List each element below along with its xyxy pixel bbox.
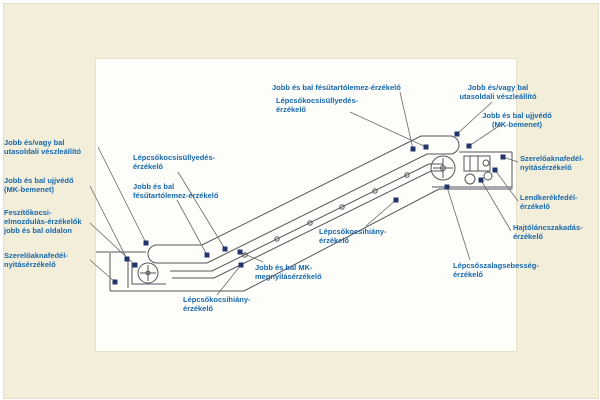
leader-lines — [89, 91, 519, 296]
label-left-finger-guard: Jobb és bal ujjvédő (MK-bemenet) — [4, 176, 74, 194]
label-right-pit-cover: Szerelőaknafedél- nyitásérzékelő — [520, 154, 584, 172]
label-step-band-speed: Lépcsőszalagsebesség- érzékelő — [453, 261, 539, 279]
label-upper-missing-step: Lépcsőkocsihiány- érzékelő — [319, 227, 387, 245]
label-left-step-sag: Lépcsőkocsisüllyedés- érzékelő — [133, 153, 216, 171]
label-top-step-sag: Lépcsőkocsisüllyedés- érzékelő — [276, 96, 359, 114]
label-lower-missing-step: Lépcsőkocsihiány- érzékelő — [183, 295, 251, 313]
label-flywheel-cover: Lendkerékfedél- érzékelő — [520, 193, 578, 211]
truss-outline — [110, 188, 512, 292]
step-band-bottom — [172, 170, 443, 279]
label-tension-carriage: Feszítőkocsi- elmozdulás-érzékelők jobb … — [4, 208, 82, 235]
drive-wheel — [430, 155, 456, 181]
step-rollers — [242, 172, 410, 258]
machine-wheels — [464, 171, 493, 185]
diagram-panel — [95, 58, 517, 352]
escalator-drawing — [96, 135, 513, 292]
label-left-pit-cover: Szerelőaknafedél- nyitásérzékelő — [4, 251, 68, 269]
label-left-comb-plate: Jobb és bal fésűtartólemez-érzékelő — [133, 182, 219, 200]
tension-carriage-wheel — [127, 258, 166, 288]
label-mk-opening: Jobb és bal MK- megnyílásérzékelő — [255, 263, 322, 281]
label-right-emergency-stop: Jobb és/vagy bal utasoldali vészleállító — [459, 83, 537, 101]
handrail-band — [147, 135, 460, 264]
sensor-markers — [112, 131, 506, 285]
label-drive-chain-break: Hajtóláncszakadás- érzékelő — [513, 223, 583, 241]
step-band-top — [170, 163, 443, 272]
label-top-comb-plate: Jobb és bal fésűtartólemez-érzékelő — [272, 83, 401, 92]
label-left-emergency-stop: Jobb és/vagy bal utasoldali vészleállító — [4, 138, 82, 156]
drive-motor — [463, 155, 491, 172]
label-right-finger-guard: Jobb és bal ujjvédő (MK-bemenet) — [482, 111, 552, 129]
